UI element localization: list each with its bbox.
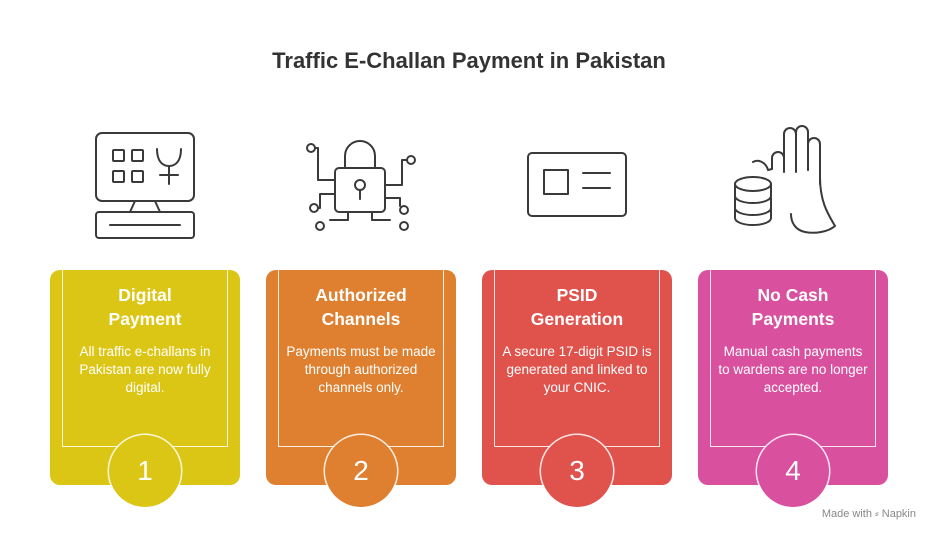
step-number-badge: 1 [109, 435, 181, 507]
computer-keypad-icon [85, 122, 205, 242]
id-card-icon [517, 122, 637, 242]
step-description: All traffic e-challans in Pakistan are n… [79, 344, 211, 395]
page-title: Traffic E-Challan Payment in Pakistan [272, 48, 666, 73]
step-description: Manual cash payments to wardens are no l… [718, 344, 868, 395]
napkin-credit: Made with ⸗ Napkin [821, 508, 916, 520]
hand-coins-icon [733, 122, 853, 242]
step-number-badge: 3 [541, 435, 613, 507]
step-description: A secure 17-digit PSID is generated and … [502, 344, 652, 395]
step-description: Payments must be made through authorized… [286, 344, 436, 395]
step-number-badge: 4 [757, 435, 829, 507]
padlock-circuit-icon [300, 122, 420, 242]
step-number-badge: 2 [325, 435, 397, 507]
